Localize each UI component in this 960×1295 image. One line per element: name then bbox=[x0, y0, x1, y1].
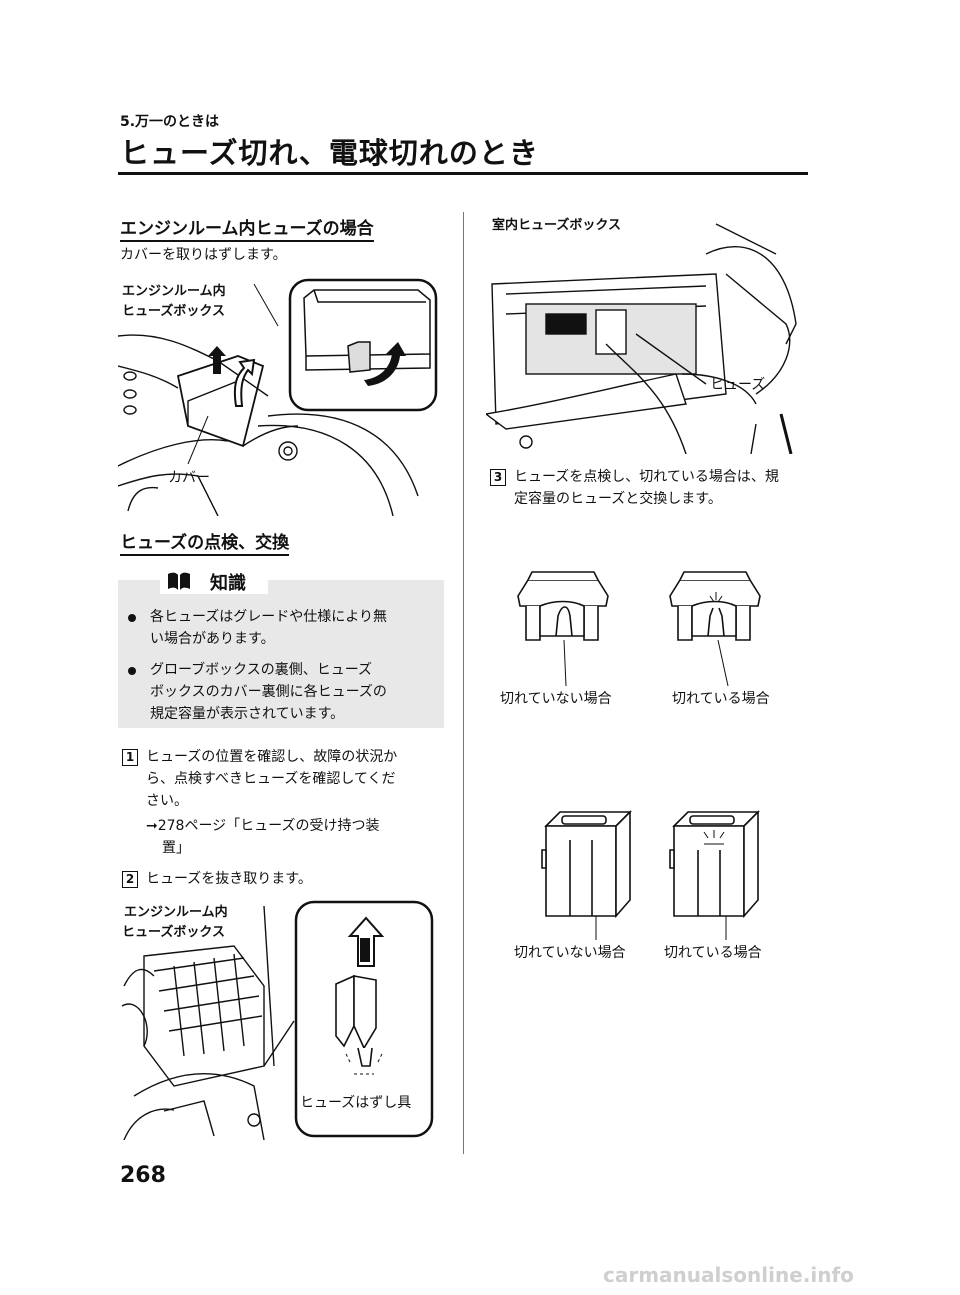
label-fuse-blown: 切れている場合 bbox=[672, 691, 770, 707]
title-rule bbox=[118, 172, 808, 175]
knowledge-bullet-1b: い場合があります。 bbox=[150, 631, 275, 647]
knowledge-header: 知識 bbox=[160, 568, 268, 594]
section-heading-engine-fuse: エンジンルーム内ヒューズの場合 bbox=[120, 214, 374, 242]
label-puller-fusebox-line1: エンジンルーム内 bbox=[124, 905, 228, 920]
section-heading-fuse-check: ヒューズの点検、交換 bbox=[120, 528, 290, 556]
step-number-3: 3 bbox=[490, 469, 506, 486]
step2-text: ヒューズを抜き取ります。 bbox=[146, 871, 312, 887]
label-engine-fusebox-line1: エンジンルーム内 bbox=[122, 284, 226, 299]
knowledge-title: 知識 bbox=[210, 573, 246, 594]
step1-line2: ら、点検すべきヒューズを確認してくだ bbox=[146, 771, 396, 787]
book-icon bbox=[168, 572, 190, 590]
page-title: ヒューズ切れ、電球切れのとき bbox=[120, 136, 539, 170]
interior-fuse-box-figure bbox=[486, 223, 797, 454]
page-number: 268 bbox=[120, 1163, 166, 1188]
step3-line1: ヒューズを点検し、切れている場合は、規 bbox=[514, 469, 779, 485]
fuse-puller-figure bbox=[121, 900, 434, 1140]
step1-line1: ヒューズの位置を確認し、故障の状況か bbox=[146, 749, 398, 765]
knowledge-bullet-2a: グローブボックスの裏側、ヒューズ bbox=[150, 662, 373, 678]
section1-text: カバーを取りはずします。 bbox=[120, 247, 287, 263]
step3-line2: 定容量のヒューズと交換します。 bbox=[514, 491, 722, 507]
knowledge-bullet-1a: 各ヒューズはグレードや仕様により無 bbox=[150, 609, 388, 625]
bullet-dot bbox=[128, 614, 136, 622]
bullet-dot bbox=[128, 667, 136, 675]
fuse-ok-cartridge-icon bbox=[541, 810, 632, 940]
label-fuse-ok: 切れていない場合 bbox=[500, 691, 612, 707]
step-number-2: 2 bbox=[122, 871, 138, 888]
step-number-1: 1 bbox=[122, 749, 138, 766]
label-puller-fusebox-line2: ヒューズボックス bbox=[122, 925, 225, 940]
fuse-blown-cartridge-icon bbox=[669, 810, 760, 940]
step1-line3: さい。 bbox=[146, 793, 188, 809]
label-fuse: ヒューズ bbox=[710, 377, 766, 393]
fuse-ok-flat-icon bbox=[517, 571, 609, 686]
label-engine-fusebox-line2: ヒューズボックス bbox=[122, 304, 225, 319]
label-cover: カバー bbox=[168, 470, 210, 486]
fuse-blown-flat-icon bbox=[669, 571, 761, 686]
label-fuse-blown-2: 切れている場合 bbox=[664, 945, 762, 961]
watermark: carmanualsonline.info bbox=[603, 1263, 854, 1287]
knowledge-bullet-2b: ボックスのカバー裏側に各ヒューズの bbox=[150, 684, 387, 700]
knowledge-bullet-2c: 規定容量が表示されています。 bbox=[150, 706, 345, 722]
label-fuse-puller: ヒューズはずし具 bbox=[300, 1095, 412, 1111]
step1-ref-line1: ➞278ページ「ヒューズの受け持つ装 bbox=[146, 818, 380, 834]
label-fuse-ok-2: 切れていない場合 bbox=[514, 945, 626, 961]
label-interior-fusebox: 室内ヒューズボックス bbox=[492, 218, 621, 233]
engine-fuse-box-figure bbox=[118, 278, 438, 516]
chapter-label: 5.万一のときは bbox=[120, 114, 220, 130]
step1-ref-line2: 置」 bbox=[162, 840, 190, 856]
column-divider bbox=[463, 212, 464, 1154]
knowledge-box bbox=[118, 580, 444, 728]
